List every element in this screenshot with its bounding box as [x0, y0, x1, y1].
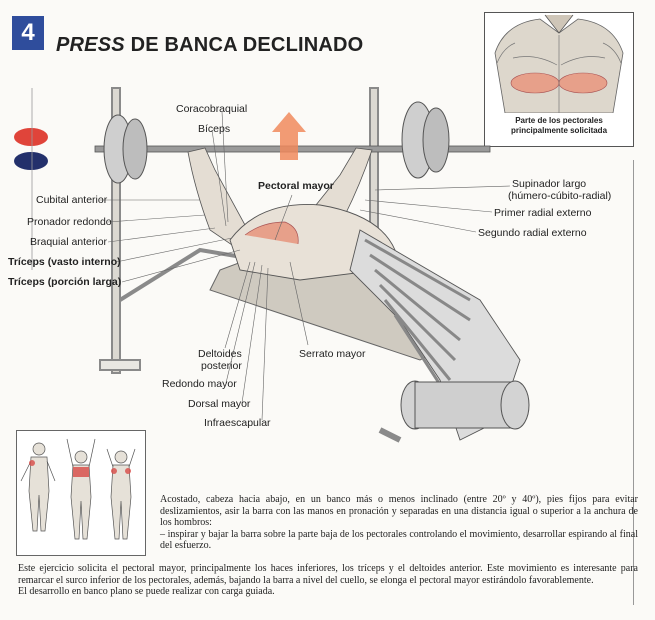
label-braquial-anterior: Braquial anterior: [30, 236, 108, 248]
inset-caption-line2: principalmente solicitada: [510, 126, 608, 135]
red-oval-icon: [14, 128, 48, 146]
description-block-wide: Este ejercicio solicita el pectoral mayo…: [18, 563, 638, 598]
anatomy-figures-illustration: [20, 438, 136, 540]
label-serrato-mayor: Serrato mayor: [299, 348, 366, 360]
label-dorsal-mayor: Dorsal mayor: [188, 398, 251, 410]
description-block: Acostado, cabeza hacia abajo, en un banc…: [160, 494, 638, 552]
title-italic: PRESS: [56, 34, 125, 56]
arrow-up-icon: [272, 112, 306, 160]
chest-inset: Parte de los pectorales principalmente s…: [484, 12, 634, 147]
label-humero-cubito-radial: (húmero-cúbito-radial): [508, 190, 612, 202]
label-biceps: Bíceps: [198, 123, 231, 135]
exercise-number: 4: [12, 16, 44, 50]
figures-inset: [16, 430, 146, 556]
label-triceps-porcion-larga: Tríceps (porción larga): [8, 276, 122, 288]
label-cubital-anterior: Cubital anterior: [36, 194, 108, 206]
label-triceps-vasto-interno: Tríceps (vasto interno): [8, 256, 121, 268]
label-redondo-mayor: Redondo mayor: [162, 378, 237, 390]
label-primer-radial-externo: Primer radial externo: [494, 207, 592, 219]
description-p4: El desarrollo en banco plano se puede re…: [18, 586, 275, 598]
label-deltoides: Deltoides: [198, 348, 242, 360]
divider-line: [633, 160, 634, 605]
label-supinador-largo: Supinador largo: [512, 178, 587, 190]
label-deltoides-posterior: posterior: [201, 360, 242, 372]
description-p3: Este ejercicio solicita el pectoral mayo…: [18, 563, 638, 586]
label-pectoral-mayor: Pectoral mayor: [258, 180, 334, 192]
inset-caption-line1: Parte de los pectorales: [515, 116, 603, 125]
chest-illustration: [494, 14, 624, 114]
title-rest: DE BANCA DECLINADO: [124, 34, 364, 56]
inset-caption: Parte de los pectorales principalmente s…: [485, 116, 633, 136]
description-p1: Acostado, cabeza hacia abajo, en un banc…: [160, 494, 638, 529]
page-title: PRESS DE BANCA DECLINADO: [56, 34, 363, 57]
label-segundo-radial-externo: Segundo radial externo: [478, 227, 587, 239]
description-p2: – inspirar y bajar la barra sobre la par…: [160, 528, 638, 552]
label-coracobraquial: Coracobraquial: [176, 103, 248, 115]
blue-oval-icon: [14, 152, 48, 170]
label-pronador-redondo: Pronador redondo: [27, 216, 112, 228]
label-infraescapular: Infraescapular: [204, 417, 271, 429]
